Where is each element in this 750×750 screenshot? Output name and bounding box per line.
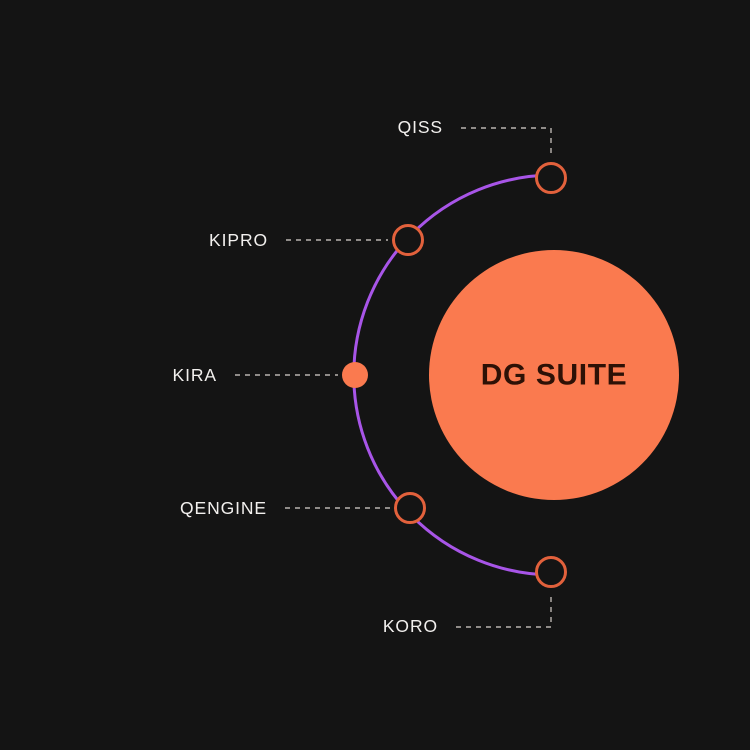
- node-label-koro: KORO: [383, 616, 438, 636]
- label-group: QISS KIPRO KIRA QENGINE KORO: [173, 117, 443, 636]
- connector-koro: [456, 592, 552, 628]
- node-qiss[interactable]: [535, 162, 567, 194]
- node-qengine[interactable]: [394, 492, 426, 524]
- node-label-qengine: QENGINE: [180, 498, 267, 518]
- node-label-kipro: KIPRO: [209, 230, 268, 250]
- connector-qiss: [461, 127, 552, 158]
- node-group: [342, 162, 567, 588]
- connector-group: [235, 127, 552, 628]
- hub-label: DG SUITE: [481, 359, 627, 392]
- node-kipro[interactable]: [392, 224, 424, 256]
- node-koro[interactable]: [535, 556, 567, 588]
- node-label-qiss: QISS: [398, 117, 443, 137]
- node-kira[interactable]: [342, 362, 368, 388]
- node-label-kira: KIRA: [173, 365, 217, 385]
- hub-circle[interactable]: [429, 250, 679, 500]
